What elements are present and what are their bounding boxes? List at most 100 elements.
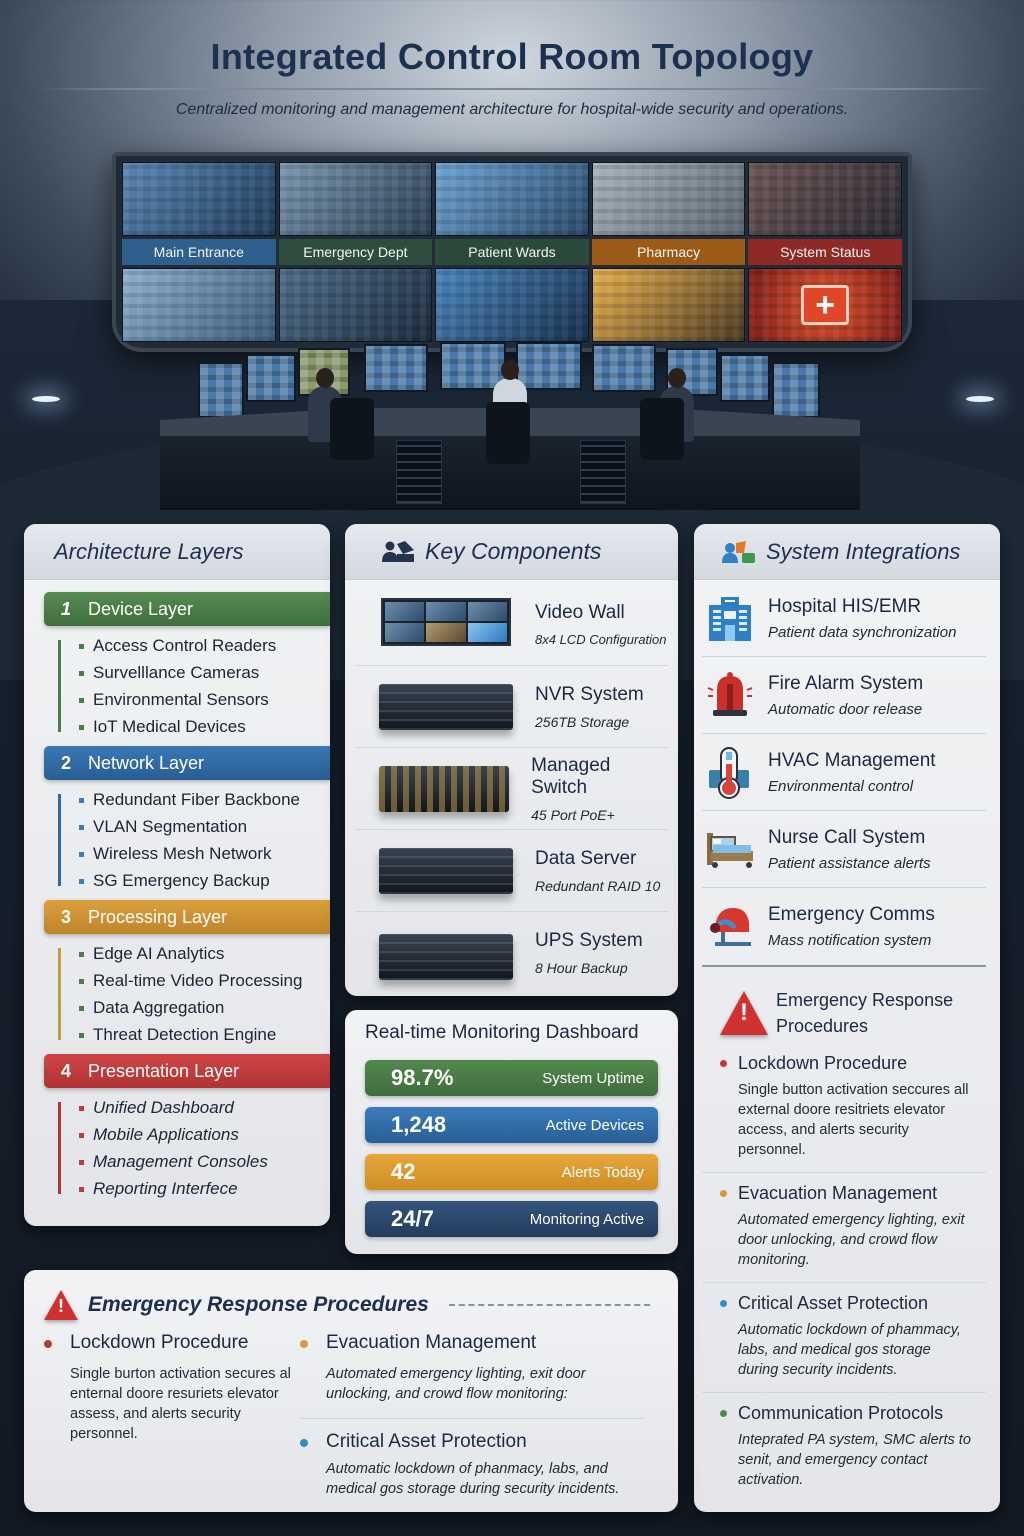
nvr-icon (369, 676, 519, 738)
key-components-header: Key Components (345, 524, 678, 580)
camera-feed-main-entrance-2[interactable] (122, 268, 276, 342)
layer-presentation: 4 Presentation Layer Unified Dashboard M… (44, 1054, 330, 1208)
camera-feed-pharmacy-2[interactable] (591, 268, 746, 342)
video-wall: Main Entrance Emergency Dept Patient War… (112, 152, 912, 352)
stat-label: Alerts Today (561, 1163, 644, 1181)
equipment-rack (580, 440, 626, 504)
procedure-lockdown[interactable]: Lockdown Procedure Single button activat… (702, 1043, 986, 1173)
layer-number: 1 (60, 598, 71, 619)
layer-network: 2 Network Layer Redundant Fiber Backbone… (44, 746, 330, 900)
stat-alerts-today[interactable]: 42 Alerts Today (365, 1154, 658, 1190)
bed-icon (702, 821, 758, 877)
integration-desc: Patient data synchronization (768, 623, 957, 641)
camera-feed-system-status[interactable] (748, 162, 902, 236)
component-row-nvr[interactable]: NVR System 256TB Storage (355, 666, 668, 748)
procedure-communication[interactable]: Communication Protocols Inteprated PA sy… (702, 1393, 986, 1502)
component-desc: 256TB Storage (535, 713, 630, 730)
ups-icon (369, 922, 519, 984)
layer-header[interactable]: 2 Network Layer (44, 746, 330, 780)
integrations-icon (722, 540, 755, 563)
layer-name: Presentation Layer (88, 1060, 240, 1081)
component-row-ups[interactable]: UPS System 8 Hour Backup (355, 912, 668, 994)
integration-desc: Automatic door release (768, 700, 923, 718)
warning-icon: ! (44, 1290, 78, 1320)
integration-name: HVAC Management (768, 749, 936, 771)
camera-feed-emergency-dept-2[interactable] (278, 268, 433, 342)
component-name: NVR System (535, 683, 644, 705)
layer-item: Wireless Mesh Network (79, 840, 330, 867)
stat-value: 98.7% (391, 1065, 454, 1090)
layer-item: Mobile Applications (79, 1121, 330, 1148)
procedure-desc: Automated emergency lighting, exit door … (738, 1212, 965, 1268)
camera-feed-patient-wards[interactable] (435, 162, 589, 236)
monitoring-dashboard-panel: Real-time Monitoring Dashboard 98.7% Sys… (345, 1010, 678, 1254)
system-integrations-panel: System Integrations Hospital HIS/EMR Pat… (694, 524, 1000, 1512)
procedure-divider (300, 1418, 644, 1419)
layer-processing: 3 Processing Layer Edge AI Analytics Rea… (44, 900, 330, 1054)
procedure-name: Evacuation Management (720, 1183, 972, 1204)
desk-monitor (198, 362, 244, 418)
integration-desc: Patient assistance alerts (768, 854, 931, 872)
procedure-critical-asset[interactable]: Critical Asset Protection Automatic lock… (702, 1283, 986, 1393)
camera-feed-pharmacy[interactable] (591, 162, 746, 236)
component-desc: 45 Port PoE+ (531, 806, 615, 823)
erp-sidebar-title-line2: Procedures (776, 1016, 869, 1036)
component-row-switch[interactable]: Managed Switch 45 Port PoE+ (355, 748, 668, 830)
layer-item: Data Aggregation (79, 994, 330, 1021)
layer-item: Edge AI Analytics (79, 940, 330, 967)
procedure-name: Communication Protocols (720, 1403, 972, 1424)
component-name: Video Wall (535, 602, 625, 623)
integration-hvac[interactable]: HVAC Management Environmental control (702, 734, 986, 811)
procedure-desc: Automatic lockdown of phammacy, labs, an… (738, 1322, 961, 1378)
layer-item: Survelllance Cameras (79, 659, 330, 686)
wall-lamp-left (32, 396, 60, 402)
stat-active-devices[interactable]: 1,248 Active Devices (365, 1107, 658, 1143)
integration-nurse-call[interactable]: Nurse Call System Patient assistance ale… (702, 811, 986, 888)
component-name: Managed Switch (531, 754, 611, 798)
integration-name: Emergency Comms (768, 904, 935, 925)
integration-emergency-comms[interactable]: Emergency Comms Mass notification system (702, 888, 986, 965)
component-name: Data Server (535, 847, 637, 869)
procedure-evacuation[interactable]: Evacuation Management Automated emergenc… (702, 1173, 986, 1283)
layer-item: Environmental Sensors (79, 686, 330, 713)
integration-his-emr[interactable]: Hospital HIS/EMR Patient data synchroniz… (702, 580, 986, 657)
integration-desc: Environmental control (768, 777, 914, 795)
wall-lamp-right (966, 396, 994, 402)
integration-fire-alarm[interactable]: Fire Alarm System Automatic door release (702, 657, 986, 734)
desk-monitor (246, 354, 296, 402)
procedure-lockdown[interactable]: Lockdown Procedure Single burton activat… (44, 1332, 300, 1444)
feed-label-main-entrance: Main Entrance (122, 239, 276, 265)
component-row-server[interactable]: Data Server Redundant RAID 10 (355, 830, 668, 912)
procedure-desc: Single button activation seccures all ex… (738, 1082, 969, 1158)
desk-monitor (772, 362, 820, 418)
layer-connector-line (58, 1102, 61, 1194)
server-icon (369, 840, 519, 902)
stat-value: 1,248 (391, 1112, 447, 1137)
procedure-critical-asset[interactable]: Critical Asset Protection Automatic lock… (300, 1431, 644, 1499)
procedure-desc: Inteprated PA system, SMC alerts to seni… (738, 1432, 971, 1488)
emergency-helmet-icon (702, 899, 758, 955)
camera-feed-patient-wards-2[interactable] (435, 268, 589, 342)
layer-header[interactable]: 3 Processing Layer (44, 900, 330, 934)
feed-label-system-status: System Status (748, 239, 902, 265)
component-desc: 8 Hour Backup (535, 960, 628, 976)
camera-feed-emergency-dept[interactable] (278, 162, 433, 236)
system-integrations-title: System Integrations (766, 538, 961, 564)
stat-system-uptime[interactable]: 98.7% System Uptime (365, 1060, 658, 1096)
feed-label-emergency-dept: Emergency Dept (278, 239, 433, 265)
stat-monitoring-active[interactable]: 24/7 Monitoring Active (365, 1201, 658, 1237)
layer-header[interactable]: 4 Presentation Layer (44, 1054, 330, 1088)
layer-number: 3 (60, 906, 71, 927)
key-components-title: Key Components (425, 538, 602, 564)
component-row-video-wall[interactable]: Video Wall 8x4 LCD Configuration (355, 584, 668, 666)
layer-connector-line (58, 794, 61, 886)
desk-monitor (516, 342, 582, 390)
procedure-evacuation[interactable]: Evacuation Management Automated emergenc… (300, 1332, 644, 1404)
component-desc: Redundant RAID 10 (535, 877, 661, 894)
layer-header[interactable]: 1 Device Layer (44, 592, 330, 626)
system-status-tile[interactable]: + (748, 268, 902, 342)
operator-chair (330, 398, 374, 460)
desk-monitor (720, 354, 770, 402)
emergency-procedures-panel: ! Emergency Response Procedures Lockdown… (24, 1270, 678, 1512)
camera-feed-main-entrance[interactable] (122, 162, 276, 236)
